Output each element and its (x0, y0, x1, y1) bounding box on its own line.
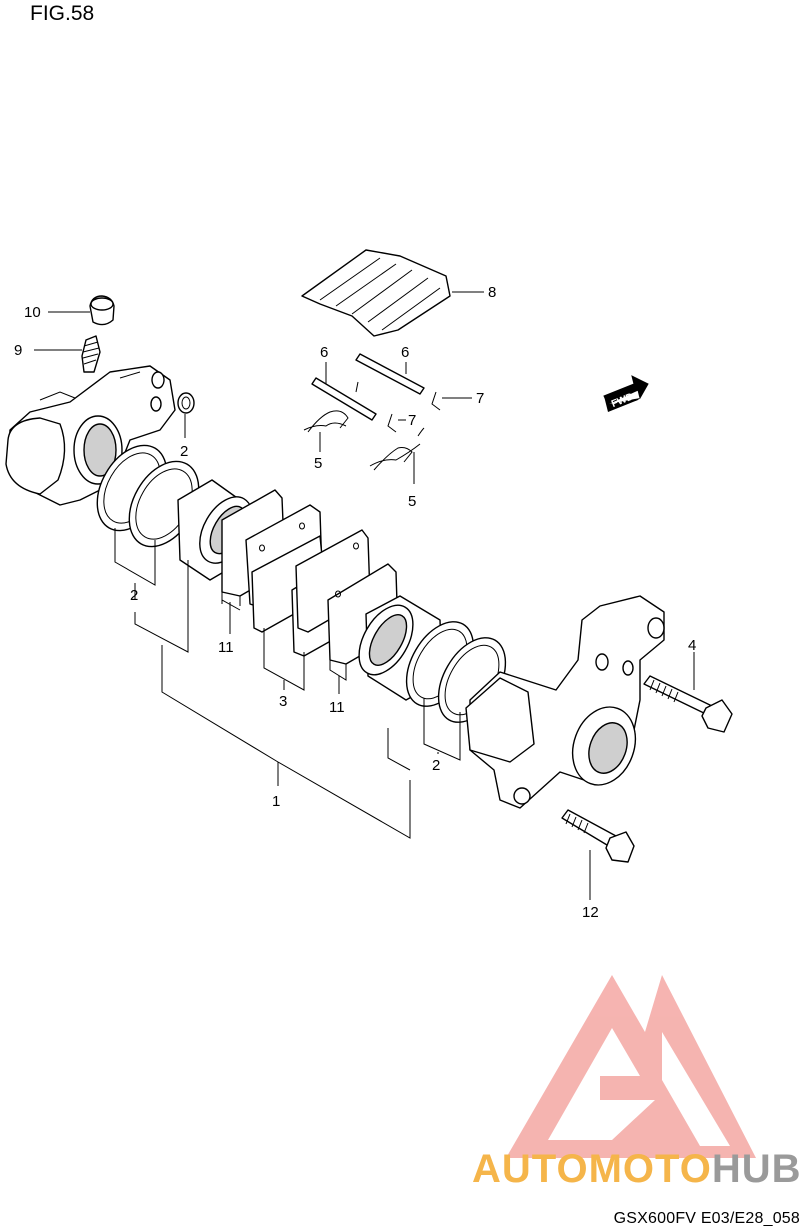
watermark-moto: MOTO (589, 1147, 712, 1191)
callout-4: 4 (688, 637, 696, 654)
callout-9: 9 (14, 342, 22, 359)
callout-6-right: 6 (401, 344, 409, 361)
footer-code: GSX600FV E03/E28_058 (613, 1210, 800, 1227)
figure-title: FIG.58 (30, 2, 95, 25)
callout-5-left: 5 (314, 455, 322, 472)
callout-7-left: 7 (408, 412, 416, 429)
callout-11-left: 11 (218, 639, 234, 656)
part-9-bleeder (81, 335, 101, 373)
callout-12: 12 (582, 904, 599, 921)
part-5-springs (303, 410, 425, 471)
part-7-clips (387, 391, 441, 433)
part-6-pins (311, 353, 425, 421)
part-12-bolt (561, 809, 635, 863)
watermark-hub: HUB (712, 1147, 800, 1191)
callout-7-right: 7 (476, 390, 484, 407)
callout-2-top: 2 (180, 443, 188, 460)
callout-10: 10 (24, 304, 41, 321)
callout-3: 3 (279, 693, 287, 710)
callout-11-right: 11 (329, 699, 345, 716)
callout-8: 8 (488, 284, 496, 301)
watermark-logo (506, 975, 756, 1158)
part-8-cover (301, 249, 451, 337)
callout-5-right: 5 (408, 493, 416, 510)
fwd-arrow-icon: FWD (603, 375, 649, 412)
caliper-right-half (465, 595, 665, 809)
callout-2-right: 2 (432, 757, 440, 774)
part-2-small-seal (177, 392, 195, 414)
part-10-cap (89, 295, 115, 326)
watermark-text: AUTOMOTOHUB (472, 1147, 800, 1191)
part-4-bolt (643, 675, 733, 733)
watermark-auto: AUTO (472, 1147, 589, 1191)
callout-2-left: 2 (130, 587, 138, 604)
callout-1: 1 (272, 793, 280, 810)
callout-6-left: 6 (320, 344, 328, 361)
